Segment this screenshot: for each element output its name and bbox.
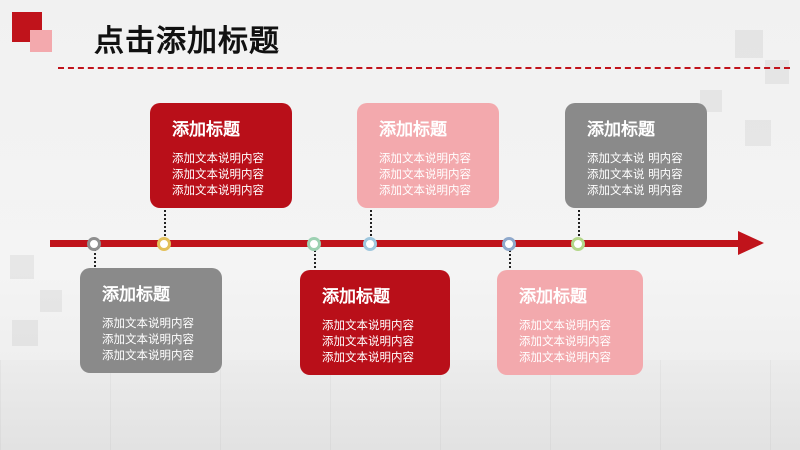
card-text-line: 添加文本说明内容 (519, 318, 611, 332)
timeline-card-1: 添加标题 添加文本说明内容 添加文本说明内容 添加文本说明内容 (150, 103, 292, 208)
timeline-marker-5 (502, 237, 516, 251)
decorative-tile (735, 30, 763, 58)
card-title: 添加标题 (322, 287, 390, 307)
connector-3 (314, 246, 316, 292)
card-text-line: 添加文本说明内容 (172, 167, 264, 181)
card-title: 添加标题 (172, 120, 240, 140)
timeline-marker-2 (157, 237, 171, 251)
card-text-line: 添加文本说明内容 (379, 183, 471, 197)
decorative-tile (745, 120, 771, 146)
timeline-card-4: 添加标题 添加文本说明内容 添加文本说明内容 添加文本说明内容 (80, 268, 222, 373)
timeline-marker-4 (363, 237, 377, 251)
card-title: 添加标题 (102, 285, 170, 305)
timeline-card-5: 添加标题 添加文本说明内容 添加文本说明内容 添加文本说明内容 (300, 270, 450, 375)
card-text-line: 添加文本说明内容 (172, 183, 264, 197)
decorative-tile (700, 90, 722, 112)
timeline-axis (50, 240, 740, 247)
card-text-line: 添加文本说明内容 (322, 318, 414, 332)
card-text-line: 添加文本说 明内容 (587, 167, 683, 181)
card-text-line: 添加文本说 明内容 (587, 151, 683, 165)
logo-square-pink (30, 30, 52, 52)
timeline-marker-6 (571, 237, 585, 251)
card-text-line: 添加文本说明内容 (322, 350, 414, 364)
card-text-line: 添加文本说明内容 (379, 167, 471, 181)
decorative-tile (10, 255, 34, 279)
floor-background (0, 360, 800, 450)
timeline-card-6: 添加标题 添加文本说明内容 添加文本说明内容 添加文本说明内容 (497, 270, 643, 375)
card-title: 添加标题 (519, 287, 587, 307)
page-title: 点击添加标题 (94, 24, 280, 59)
timeline-arrow-head (738, 231, 764, 255)
card-text-line: 添加文本说明内容 (379, 151, 471, 165)
decorative-tile (40, 290, 62, 312)
card-text-line: 添加文本说明内容 (172, 151, 264, 165)
card-text-line: 添加文本说明内容 (102, 348, 194, 362)
connector-5 (509, 246, 511, 292)
card-text-line: 添加文本说明内容 (322, 334, 414, 348)
timeline-marker-1 (87, 237, 101, 251)
timeline-card-3: 添加标题 添加文本说 明内容 添加文本说 明内容 添加文本说 明内容 (565, 103, 707, 208)
card-text-line: 添加文本说明内容 (519, 334, 611, 348)
card-text-line: 添加文本说明内容 (102, 316, 194, 330)
card-text-line: 添加文本说明内容 (519, 350, 611, 364)
timeline-marker-3 (307, 237, 321, 251)
title-divider (58, 67, 790, 69)
timeline-card-2: 添加标题 添加文本说明内容 添加文本说明内容 添加文本说明内容 (357, 103, 499, 208)
decorative-tile (12, 320, 38, 346)
card-title: 添加标题 (587, 120, 655, 140)
card-text-line: 添加文本说 明内容 (587, 183, 683, 197)
decorative-tile (765, 60, 789, 84)
card-title: 添加标题 (379, 120, 447, 140)
card-text-line: 添加文本说明内容 (102, 332, 194, 346)
